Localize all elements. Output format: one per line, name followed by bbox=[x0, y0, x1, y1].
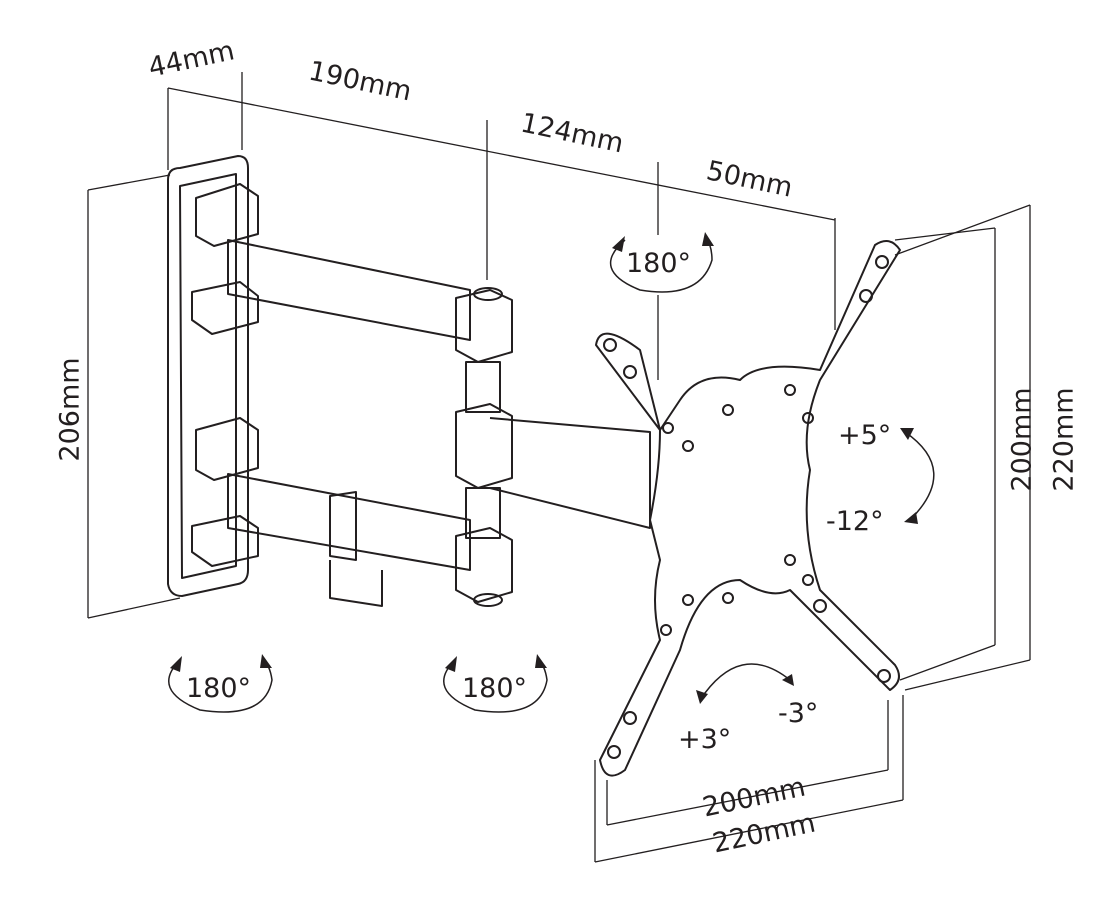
arms bbox=[227, 239, 651, 607]
rotation-arrows bbox=[168, 235, 935, 713]
rotation-level-minus: -3° bbox=[778, 698, 819, 729]
arrow-heads bbox=[170, 232, 918, 704]
rotation-swivel-elbow: 180° bbox=[462, 673, 528, 704]
dim-vesa-vertical-outer: 220mm bbox=[1048, 387, 1080, 492]
rotation-tilt-up: +5° bbox=[838, 420, 892, 451]
wall-plate bbox=[167, 155, 259, 597]
dim-plate-height: 206mm bbox=[54, 357, 86, 462]
vesa-plate bbox=[595, 240, 901, 777]
rotation-level-plus: +3° bbox=[678, 724, 732, 755]
dim-vesa-vertical-inner: 200mm bbox=[1006, 387, 1038, 492]
rotation-swivel-wall: 180° bbox=[186, 673, 252, 704]
rotation-tilt-down: -12° bbox=[826, 506, 884, 537]
dimension-lines bbox=[87, 72, 1031, 863]
rotation-swivel-head: 180° bbox=[626, 248, 692, 279]
